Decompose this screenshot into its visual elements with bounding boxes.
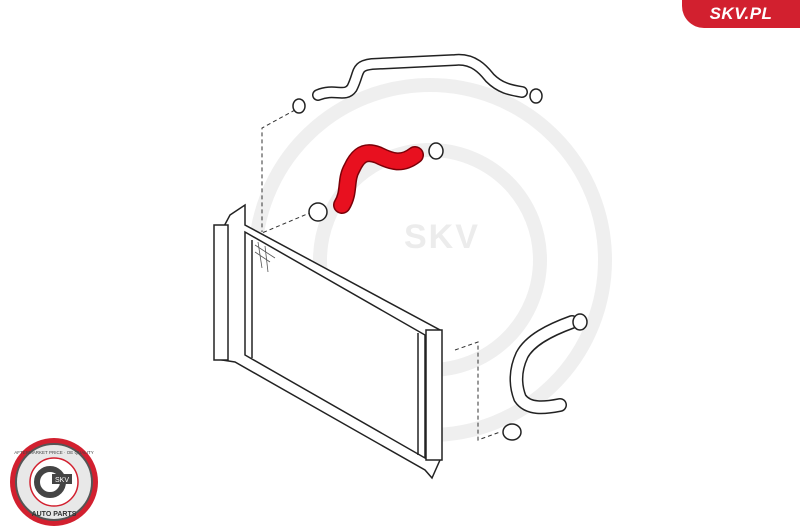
hose-clamp <box>308 142 444 222</box>
brand-logo[interactable]: SKV.PL <box>682 0 800 28</box>
radiator <box>213 203 443 480</box>
hose-clamp <box>502 313 588 441</box>
watermark-text: SKV <box>404 218 480 256</box>
lower-hose <box>509 315 579 415</box>
badge-top-text: AFTERMARKET PRICE · OE QUALITY <box>14 450 93 455</box>
upper-hose <box>312 53 528 101</box>
hose-clamp <box>292 88 543 114</box>
radiator-fins <box>254 241 276 273</box>
badge-center-text: SKV <box>55 477 69 484</box>
highlighted-coolant-hose <box>333 144 424 214</box>
skv-auto-parts-badge: SKV AFTERMARKET PRICE · OE QUALITY AUTO … <box>10 438 98 526</box>
badge-bottom-text: AUTO PARTS <box>32 511 77 518</box>
